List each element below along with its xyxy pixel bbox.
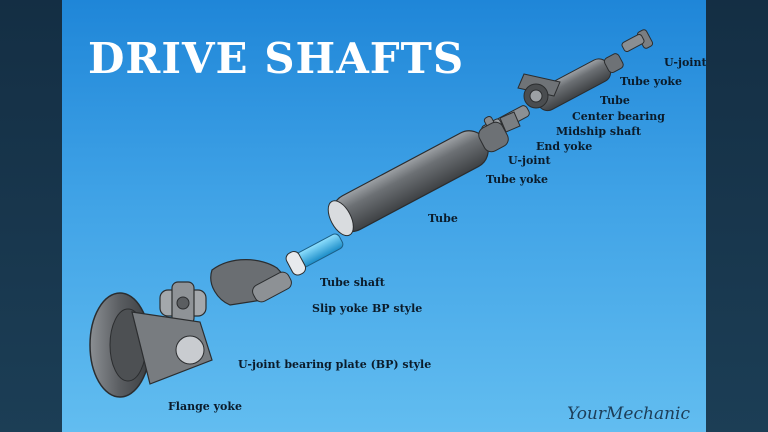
label-tube-shaft: Tube shaft: [320, 276, 385, 289]
label-tube-top: Tube: [600, 94, 630, 107]
tube-shaft-part: [285, 233, 344, 276]
flange-yoke-part: [89, 292, 213, 398]
label-u-joint-bp: U-joint bearing plate (BP) style: [238, 358, 432, 371]
label-slip-yoke: Slip yoke BP style: [312, 302, 423, 315]
top-u-joint-part: [621, 29, 654, 53]
label-flange-yoke: Flange yoke: [168, 400, 242, 413]
label-end-yoke: End yoke: [536, 140, 593, 153]
left-edge-blur: [0, 0, 62, 432]
slip-yoke-part: [210, 259, 292, 306]
label-center-bearing: Center bearing: [572, 110, 665, 123]
label-tube-yoke-mid: Tube yoke: [486, 173, 549, 186]
label-midship-shaft: Midship shaft: [556, 125, 642, 138]
top-tube-part: [535, 53, 624, 112]
end-yoke-part: [499, 111, 521, 133]
diagram-title: DRIVE SHAFTS: [88, 34, 465, 83]
label-tube-main: Tube: [428, 212, 458, 225]
main-tube-part: [327, 121, 509, 237]
diagram-panel: DRIVE SHAFTS: [62, 0, 706, 432]
u-joint-bp-part: [159, 281, 207, 325]
brand-logo: YourMechanic: [566, 404, 690, 424]
drive-shaft-illustration: [89, 29, 654, 398]
center-bearing-part: [517, 73, 561, 109]
label-u-joint-mid: U-joint: [508, 154, 551, 167]
label-tube-yoke-top: Tube yoke: [620, 75, 683, 88]
right-edge-blur: [706, 0, 768, 432]
label-u-joint-top: U-joint: [664, 56, 706, 69]
